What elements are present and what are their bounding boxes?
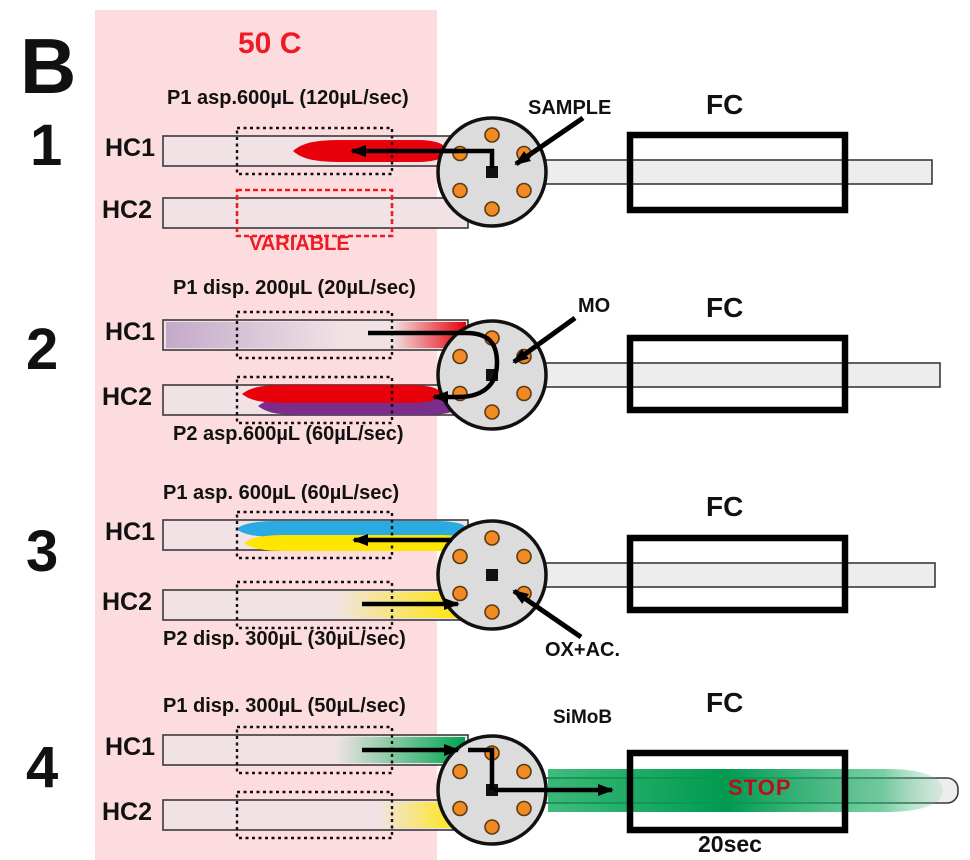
step3-oxac-label: OX+AC. bbox=[545, 639, 621, 661]
step4-fc-label: FC bbox=[706, 687, 744, 718]
step1-hc2-variable-zone bbox=[235, 188, 394, 238]
step3-oxac-arrow bbox=[512, 588, 583, 640]
step2-valve bbox=[436, 319, 548, 431]
step2-flow-cell bbox=[626, 334, 849, 414]
step1-number: 1 bbox=[30, 113, 63, 178]
step2-number: 2 bbox=[26, 317, 59, 382]
variable-zone-label: VARIABLE bbox=[249, 233, 350, 255]
step3-number: 3 bbox=[26, 519, 59, 584]
step1-out-tube bbox=[519, 159, 933, 185]
step1-sample-label: SAMPLE bbox=[528, 97, 612, 119]
step2-mo-arrow bbox=[512, 315, 577, 365]
step1-pump-label: P1 asp.600µL (120µL/sec) bbox=[167, 87, 409, 109]
step2-hc1-label: HC1 bbox=[105, 318, 156, 346]
step2-fc-label: FC bbox=[706, 292, 744, 323]
step4-hc2-zone bbox=[235, 790, 394, 840]
step3-fc-label: FC bbox=[706, 491, 744, 522]
step1-flow-cell bbox=[626, 131, 849, 214]
step1-fc-label: FC bbox=[706, 89, 744, 120]
flow-cells bbox=[626, 131, 849, 834]
step4-hc1-label: HC1 bbox=[105, 733, 156, 761]
step3-pump-top-label: P1 asp. 600µL (60µL/sec) bbox=[163, 482, 400, 504]
step2-hc1-residual bbox=[166, 322, 346, 348]
step3-pump-bottom-label: P2 disp. 300µL (30µL/sec) bbox=[163, 628, 406, 650]
step3-ac-plug bbox=[244, 535, 472, 551]
step2-pump-top-label: P1 disp. 200µL (20µL/sec) bbox=[173, 277, 416, 299]
step3-flow-cell bbox=[626, 534, 849, 614]
step1-hc1-label: HC1 bbox=[105, 134, 156, 162]
step4-number: 4 bbox=[26, 735, 59, 800]
step2-hc1-to-hc2-flow-arrow bbox=[368, 330, 500, 403]
panel-label: B bbox=[20, 22, 77, 110]
step4-pump-label: P1 disp. 300µL (50µL/sec) bbox=[163, 695, 406, 717]
step3-ox-plug bbox=[236, 521, 466, 537]
flow-arrows bbox=[350, 115, 614, 796]
step1-hc2-label: HC2 bbox=[102, 196, 153, 224]
step1-hc2-tube bbox=[162, 197, 469, 229]
stop-time-label: 20sec bbox=[698, 831, 762, 857]
temperature-label: 50 C bbox=[238, 27, 302, 60]
step1-valve bbox=[436, 116, 548, 228]
step4-flow-cell bbox=[626, 749, 849, 834]
step1-sample-arrow bbox=[514, 115, 585, 167]
step3-hc1-label: HC1 bbox=[105, 518, 156, 546]
stop-label: STOP bbox=[728, 775, 792, 800]
step3-out-tube bbox=[519, 562, 936, 588]
step2-hc2-zone bbox=[235, 375, 394, 425]
step4-valve-channel bbox=[468, 747, 495, 790]
step2-sample-plug bbox=[242, 385, 441, 403]
step3-hc2-label: HC2 bbox=[102, 588, 153, 616]
step4-simob-label: SiMoB bbox=[553, 707, 613, 728]
step3-hc1-zone bbox=[235, 510, 394, 560]
step3-valve bbox=[436, 519, 548, 631]
step2-mo-label: MO bbox=[578, 295, 611, 317]
step1-valve-channel bbox=[444, 148, 495, 168]
step2-pump-bottom-label: P2 asp.600µL (60µL/sec) bbox=[173, 423, 404, 445]
step4-hc2-label: HC2 bbox=[102, 798, 153, 826]
step2-hc2-label: HC2 bbox=[102, 383, 153, 411]
step2-out-tube bbox=[519, 362, 941, 388]
